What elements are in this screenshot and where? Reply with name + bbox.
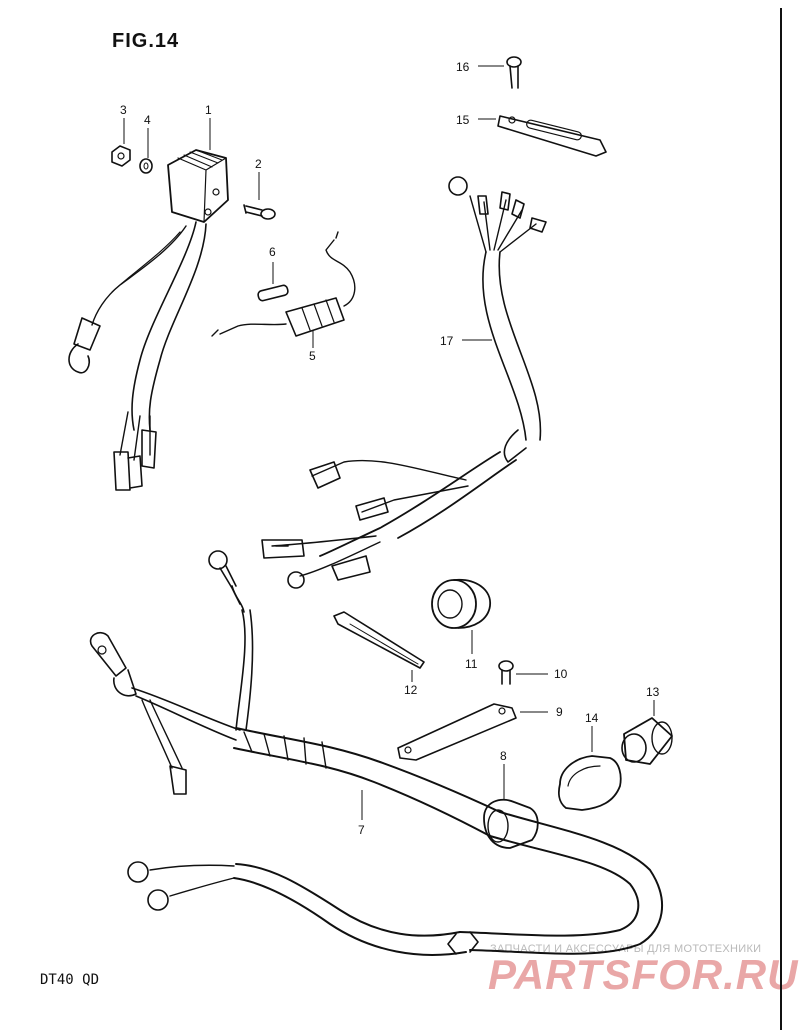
boot-14-drawing [558, 726, 622, 811]
callout-13: 13 [646, 685, 660, 699]
watermark-logo: PARTSFOR.RU [488, 951, 799, 998]
callout-10: 10 [554, 667, 568, 681]
figure-title: FIG.14 [112, 30, 180, 52]
callout-6: 6 [269, 245, 276, 259]
callout-7: 7 [358, 823, 365, 837]
callout-16: 16 [456, 60, 470, 74]
bracket-and-screw-drawing [478, 56, 607, 157]
fuse-holder-drawing [211, 231, 356, 348]
callout-1: 1 [205, 103, 212, 117]
callout-15: 15 [456, 113, 470, 127]
callout-3: 3 [120, 103, 127, 117]
callout-8: 8 [500, 749, 507, 763]
callout-labels: 1 2 3 4 5 6 7 8 9 10 11 12 13 14 15 16 1… [120, 60, 660, 837]
callout-17: 17 [440, 334, 454, 348]
screw-10-drawing [498, 660, 548, 685]
callout-2: 2 [255, 157, 262, 171]
screw-2-drawing [243, 172, 276, 220]
callout-12: 12 [404, 683, 418, 697]
grommet-11-drawing [431, 578, 491, 654]
callout-11: 11 [465, 657, 478, 671]
model-code: DT40 QD [40, 972, 100, 988]
callout-4: 4 [144, 113, 151, 127]
cable-tie-12-drawing [333, 611, 425, 682]
callout-9: 9 [556, 705, 563, 719]
main-harness-7-drawing [89, 550, 664, 956]
regulator-unit-drawing [68, 149, 229, 491]
callout-14: 14 [585, 711, 599, 725]
callout-5: 5 [309, 349, 316, 363]
plate-9-drawing [397, 703, 548, 761]
nut-and-washer-drawing [111, 118, 153, 174]
sub-harness-17-drawing [261, 176, 547, 589]
boot-13-drawing [621, 700, 673, 765]
